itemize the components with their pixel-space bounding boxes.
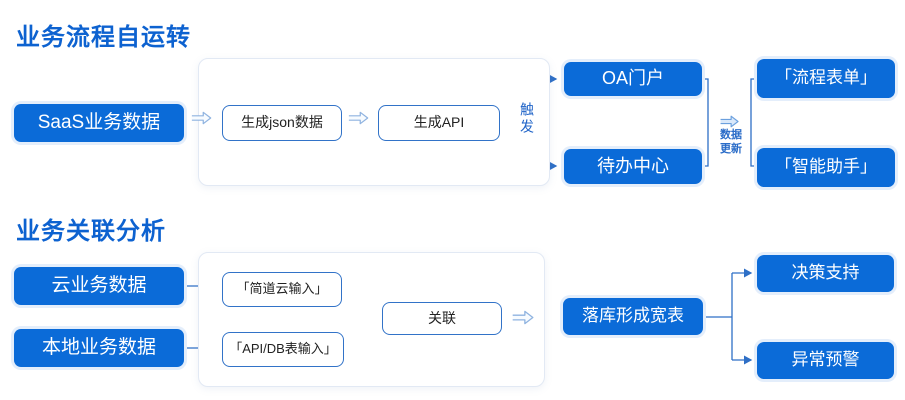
data-update-label: 数据 更新 [720,129,742,155]
section2-title: 业务关联分析 [16,218,166,245]
node-wide-table: 落库形成宽表 [563,298,703,335]
node-todo-center: 待办中心 [564,149,702,184]
node-process-form: 「流程表单」 [757,59,895,98]
section1-title: 业务流程自运转 [16,24,191,51]
trigger-label: 触发 [519,102,535,136]
flow-arrow-icon [191,111,212,125]
data-update-arrow-icon [720,115,739,128]
node-jdy-input: 「简道云输入」 [222,272,342,307]
node-saas-data: SaaS业务数据 [14,104,184,142]
node-cloud-data: 云业务数据 [14,267,184,305]
node-decision-support: 决策支持 [757,255,894,292]
node-anomaly-alert: 异常预警 [757,342,894,379]
node-apidb-input: 「API/DB表输入」 [222,332,344,367]
flow-arrow-icon [348,111,369,125]
node-oa-portal: OA门户 [564,62,702,96]
node-smart-assistant: 「智能助手」 [757,148,895,187]
node-association: 关联 [382,302,502,335]
node-generate-api: 生成API [378,105,500,141]
flow-arrow-icon [512,310,534,325]
node-local-data: 本地业务数据 [14,329,184,367]
node-generate-json: 生成json数据 [222,105,342,141]
